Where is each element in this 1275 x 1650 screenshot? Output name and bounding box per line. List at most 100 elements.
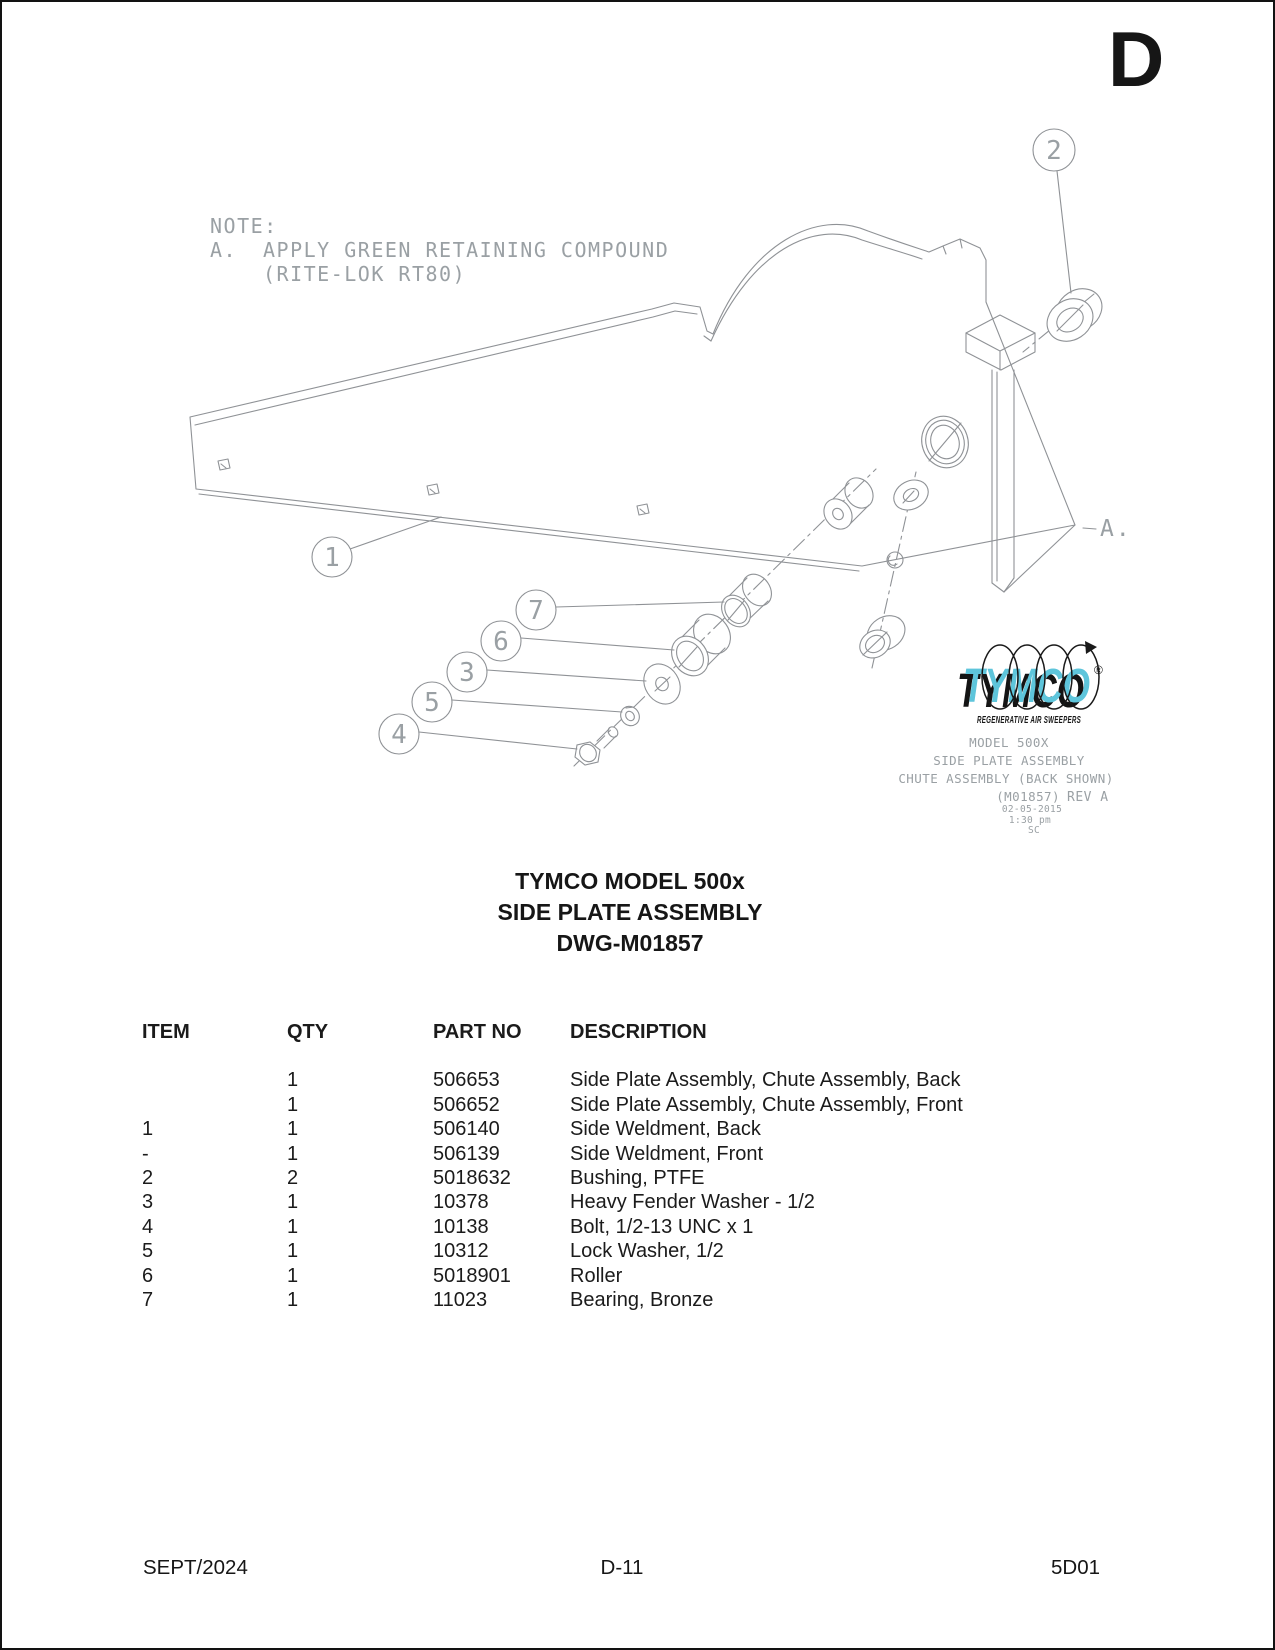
- callout-1-number: 1: [324, 543, 340, 573]
- callout-4: 4: [378, 713, 420, 755]
- cell-qty: 1: [287, 1191, 299, 1214]
- col-header-part-no: PART NO: [433, 1021, 522, 1043]
- callout-3: 3: [446, 651, 488, 693]
- table-row: 3 1 10378 Heavy Fender Washer - 1/2: [142, 1190, 1142, 1214]
- cell-qty: 1: [287, 1142, 299, 1165]
- stamp-view: CHUTE ASSEMBLY (BACK SHOWN): [898, 771, 1113, 786]
- cell-item: -: [142, 1142, 149, 1165]
- cell-description: Heavy Fender Washer - 1/2: [570, 1191, 815, 1214]
- cell-part-no: 506653: [433, 1069, 500, 1092]
- cell-description: Side Weldment, Front: [570, 1142, 764, 1165]
- cell-description: Bearing, Bronze: [570, 1289, 714, 1312]
- footer-code: 5D01: [1050, 1556, 1100, 1579]
- cell-part-no: 5018901: [433, 1264, 511, 1287]
- stamp-revision: REV A: [1067, 790, 1109, 805]
- swirl-icon: [981, 641, 1100, 710]
- cell-item: [142, 1093, 287, 1117]
- cell-part-no: 11023: [433, 1289, 488, 1312]
- table-header-row: ITEM QTY PART NO DESCRIPTION: [142, 1020, 1142, 1044]
- cell-item: 4: [142, 1215, 154, 1238]
- cell-part-no: 10378: [433, 1191, 489, 1214]
- parts-table: ITEM QTY PART NO DESCRIPTION 1 506653 Si…: [142, 1020, 1142, 1312]
- table-row: - 1 506139 Side Weldment, Front: [142, 1142, 1142, 1166]
- cell-description: Side Plate Assembly, Chute Assembly, Bac…: [570, 1069, 961, 1092]
- table-row: 4 1 10138 Bolt, 1/2-13 UNC x 1: [142, 1215, 1142, 1239]
- section-letter: D: [1108, 15, 1165, 103]
- cell-part-no: 506139: [433, 1142, 500, 1165]
- swirl-arrowhead: [1085, 641, 1097, 654]
- note-line1: APPLY GREEN RETAINING COMPOUND: [263, 238, 669, 262]
- cell-qty: 1: [287, 1215, 299, 1238]
- col-header-qty: QTY: [287, 1021, 329, 1043]
- boss-cylinder: [823, 477, 874, 530]
- cell-part-no: 10312: [433, 1240, 489, 1263]
- fender-washer: [643, 663, 681, 705]
- cell-description: Bolt, 1/2-13 UNC x 1: [570, 1215, 754, 1238]
- cell-item: 6: [142, 1264, 154, 1287]
- cell-item: 2: [142, 1167, 154, 1190]
- lock-washer: [620, 705, 640, 727]
- drawing-stamp: MODEL 500X SIDE PLATE ASSEMBLY CHUTE ASS…: [898, 735, 1113, 836]
- cell-qty: 2: [287, 1167, 299, 1190]
- callout-6-number: 6: [493, 627, 509, 657]
- callout-1: 1: [311, 536, 353, 578]
- table-row: 7 1 11023 Bearing, Bronze: [142, 1288, 1142, 1312]
- footer-page-number: D-11: [600, 1556, 644, 1579]
- callout-5: 5: [411, 681, 453, 723]
- col-header-description: DESCRIPTION: [570, 1021, 707, 1043]
- leader-lines: [349, 170, 1097, 750]
- footer-date: SEPT/2024: [143, 1556, 248, 1579]
- bore-ring: [921, 415, 969, 469]
- stamp-date: 02-05-2015: [1002, 804, 1062, 815]
- assembly-drawing: NOTE: A. APPLY GREEN RETAINING COMPOUND …: [189, 128, 1132, 836]
- stamp-drawing-number: (M01857): [996, 789, 1060, 804]
- table-body: 1 506653 Side Plate Assembly, Chute Asse…: [142, 1068, 1142, 1312]
- logo-wordmark: TYMCO: [963, 660, 1090, 713]
- bearing: [721, 573, 772, 628]
- cell-part-no: 10138: [433, 1215, 489, 1238]
- cell-qty: 1: [287, 1289, 299, 1312]
- cell-qty: 1: [287, 1069, 299, 1092]
- cell-description: Lock Washer, 1/2: [570, 1240, 724, 1263]
- stamp-model: MODEL 500X: [969, 735, 1049, 750]
- bushing-bottom: [859, 615, 906, 659]
- table-row: 2 2 5018632 Bushing, PTFE: [142, 1166, 1142, 1190]
- note-line2: (RITE-LOK RT80): [263, 262, 466, 286]
- callout-7-number: 7: [528, 596, 544, 626]
- bushing-top-right: [1046, 288, 1103, 342]
- stamp-initials: SC: [1028, 825, 1040, 836]
- callout-2: 2: [1032, 128, 1076, 172]
- cell-description: Bushing, PTFE: [570, 1167, 705, 1190]
- page-footer: SEPT/2024 D-11 5D01: [0, 1556, 1275, 1584]
- stamp-assembly: SIDE PLATE ASSEMBLY: [933, 753, 1085, 768]
- channel-weldment: [965, 314, 1076, 593]
- table-row: 5 1 10312 Lock Washer, 1/2: [142, 1239, 1142, 1263]
- callout-5-number: 5: [424, 688, 440, 718]
- cell-item: [142, 1068, 287, 1092]
- cell-item: 7: [142, 1289, 154, 1312]
- cell-item: 5: [142, 1240, 154, 1263]
- callout-4-number: 4: [391, 720, 407, 750]
- roller: [671, 613, 731, 677]
- reference-a-label: A.: [1100, 516, 1132, 542]
- cell-qty: 1: [287, 1264, 299, 1287]
- tymco-logo: TYMCO TYMCO ® REGENERATIVE AIR SWEEPERS: [957, 641, 1103, 726]
- cell-part-no: 5018632: [433, 1167, 511, 1190]
- bolt: [574, 726, 619, 766]
- cell-part-no: 506140: [433, 1118, 500, 1141]
- callout-3-number: 3: [459, 658, 475, 688]
- cell-description: Side Plate Assembly, Chute Assembly, Fro…: [570, 1093, 963, 1116]
- drain-hole: [886, 551, 904, 569]
- title-line2: SIDE PLATE ASSEMBLY: [497, 899, 763, 925]
- callout-2-number: 2: [1046, 136, 1062, 166]
- table-row: 6 1 5018901 Roller: [142, 1264, 1142, 1288]
- weld-marks: [217, 458, 650, 516]
- side-plate-outline: [189, 223, 1076, 572]
- title-line1: TYMCO MODEL 500x: [515, 868, 745, 894]
- callout-6: 6: [480, 620, 522, 662]
- flanged-bushing: [893, 479, 929, 511]
- stamp-time: 1:30 pm: [1009, 815, 1051, 826]
- note-block: NOTE: A. APPLY GREEN RETAINING COMPOUND …: [210, 214, 669, 286]
- table-row: 1 506653 Side Plate Assembly, Chute Asse…: [142, 1068, 1142, 1092]
- col-header-item: ITEM: [142, 1021, 190, 1043]
